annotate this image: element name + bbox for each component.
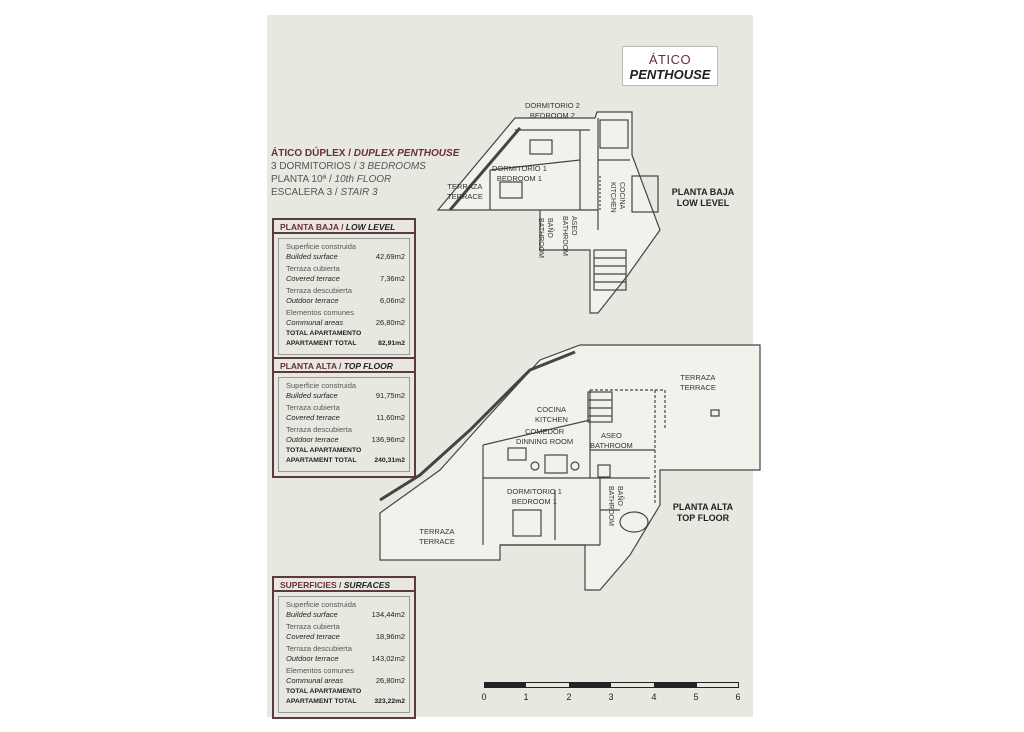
title-line2-en: 3 BEDROOMS bbox=[359, 161, 426, 172]
low-level-surfaces-box: PLANTA BAJA / LOW LEVEL Superficie const… bbox=[272, 218, 416, 361]
title-line4-es: ESCALERA 3 / bbox=[271, 187, 341, 198]
scale-tick: 0 bbox=[481, 692, 487, 702]
badge-line2: PENTHOUSE bbox=[629, 67, 711, 82]
property-title: ÁTICO DÚPLEX / DUPLEX PENTHOUSE 3 DORMIT… bbox=[271, 147, 459, 199]
scale-tick: 3 bbox=[608, 692, 614, 702]
scale-tick: 2 bbox=[566, 692, 572, 702]
low-level-header: PLANTA BAJA / LOW LEVEL bbox=[274, 220, 414, 234]
title-line1-es: ÁTICO DÚPLEX / bbox=[271, 148, 354, 159]
top-floor-header: PLANTA ALTA / TOP FLOOR bbox=[274, 359, 414, 373]
scale-tick: 6 bbox=[735, 692, 741, 702]
title-line1-en: DUPLEX PENTHOUSE bbox=[353, 148, 460, 159]
title-line3-en: 10th FLOOR bbox=[334, 174, 392, 185]
badge-line1: ÁTICO bbox=[648, 52, 692, 67]
scale-tick: 5 bbox=[693, 692, 699, 702]
scale-tick: 1 bbox=[523, 692, 529, 702]
top-floor-surfaces-box: PLANTA ALTA / TOP FLOOR Superficie const… bbox=[272, 357, 416, 478]
title-line2-es: 3 DORMITORIOS / bbox=[271, 161, 360, 172]
total-surfaces-box: SUPERFICIES / SURFACES Superficie constr… bbox=[272, 576, 416, 719]
title-line4-en: STAIR 3 bbox=[340, 187, 378, 198]
atico-badge: ÁTICO PENTHOUSE bbox=[622, 46, 718, 86]
top-floor-plan bbox=[379, 344, 761, 591]
scale-tick: 4 bbox=[651, 692, 657, 702]
title-line3-es: PLANTA 10ª / bbox=[271, 174, 335, 185]
surfaces-header: SUPERFICIES / SURFACES bbox=[274, 578, 414, 592]
low-level-plan bbox=[436, 111, 661, 314]
